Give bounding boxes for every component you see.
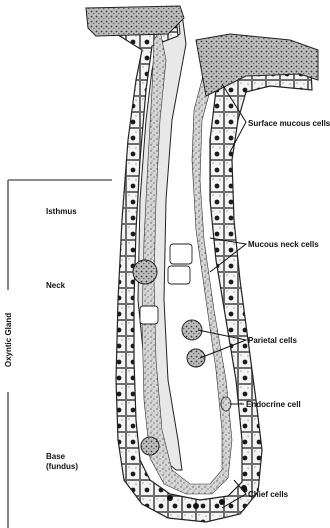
label-parietal-cells: Parietal cells — [248, 336, 297, 345]
mucous-neck-cell — [170, 244, 192, 264]
region-base-sub: (fundus) — [46, 462, 78, 471]
parietal-cell — [187, 349, 205, 367]
mucous-neck-cell — [168, 266, 190, 284]
label-surface-mucous-cells: Surface mucous cells — [248, 119, 330, 128]
region-neck: Neck — [46, 281, 66, 290]
chief-cell — [193, 503, 199, 509]
mucous-neck-cell — [140, 306, 158, 324]
parietal-cell — [141, 437, 159, 455]
label-chief-cells: Chief cells — [248, 490, 289, 499]
label-endocrine-cell: Endocrine cell — [246, 400, 301, 409]
chief-cell — [167, 495, 173, 501]
oxyntic-gland-label: Oxyntic Gland — [4, 313, 13, 367]
parietal-cell — [133, 260, 157, 284]
surface-cap-left — [86, 6, 184, 36]
region-base: Base — [46, 452, 66, 461]
chief-cell — [219, 499, 225, 505]
gland-illustration — [86, 6, 318, 522]
oxyntic-gland-bracket — [8, 180, 112, 528]
endocrine-cell — [221, 397, 231, 411]
chief-cell — [241, 485, 247, 491]
label-mucous-neck-cells: Mucous neck cells — [248, 240, 319, 249]
region-isthmus: Isthmus — [46, 207, 77, 216]
